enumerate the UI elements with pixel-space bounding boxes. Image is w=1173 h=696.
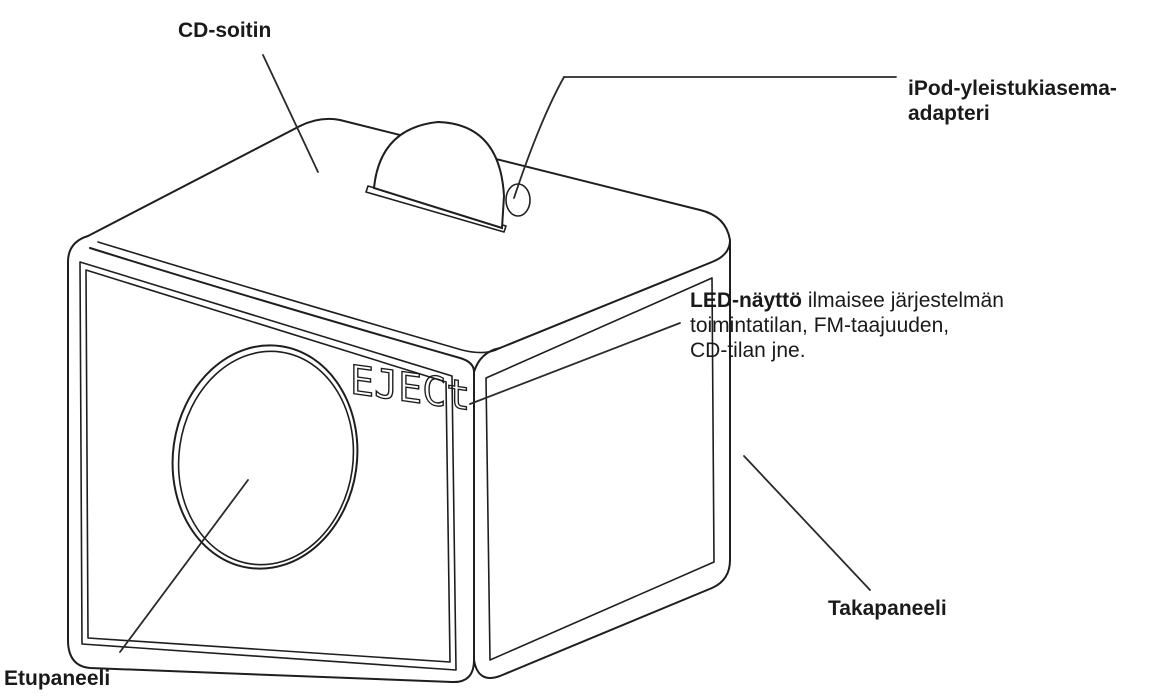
leader-ipod	[513, 76, 565, 199]
label-ipod-line1: iPod-yleistukiasema-	[908, 77, 1117, 100]
rear-panel-inset	[485, 277, 715, 661]
leader-front	[119, 479, 249, 653]
front-panel-inset	[79, 261, 457, 671]
device-top-face	[87, 117, 731, 241]
leader-cd	[262, 54, 319, 173]
leader-led	[469, 322, 681, 405]
label-led-display: LED-näyttö ilmaisee järjestelmän toimint…	[690, 288, 1004, 363]
label-front-panel: Etupaneeli	[4, 667, 111, 690]
led-display-text: EJECt	[350, 357, 470, 420]
speaker-circle-inner	[177, 350, 355, 566]
front-panel-inset-inner	[85, 269, 451, 663]
speaker-circle	[171, 344, 359, 570]
label-cd-player: CD-soitin	[178, 19, 272, 42]
device-top-inner-edge	[97, 241, 501, 354]
label-led-line1: LED-näyttö ilmaisee järjestelmän	[690, 288, 1004, 313]
label-rear-panel: Takapaneeli	[828, 597, 947, 620]
label-led-bold: LED-näyttö	[690, 289, 802, 312]
label-led-line2: toimintatilan, FM-taajuuden,	[690, 314, 950, 337]
leader-rear	[743, 455, 871, 591]
label-ipod-adapter: iPod-yleistukiasema- adapteri	[908, 76, 1117, 126]
label-ipod-line2: adapteri	[908, 102, 990, 125]
label-led-line3: CD-tilan jne.	[690, 339, 806, 362]
device-side-face-edge	[473, 239, 731, 679]
device-front-face	[67, 235, 475, 684]
device-side-face	[473, 239, 731, 373]
label-led-rest: ilmaisee järjestelmän	[802, 289, 1004, 312]
device-front-top-edge	[89, 247, 475, 373]
cd-disc	[372, 120, 506, 230]
